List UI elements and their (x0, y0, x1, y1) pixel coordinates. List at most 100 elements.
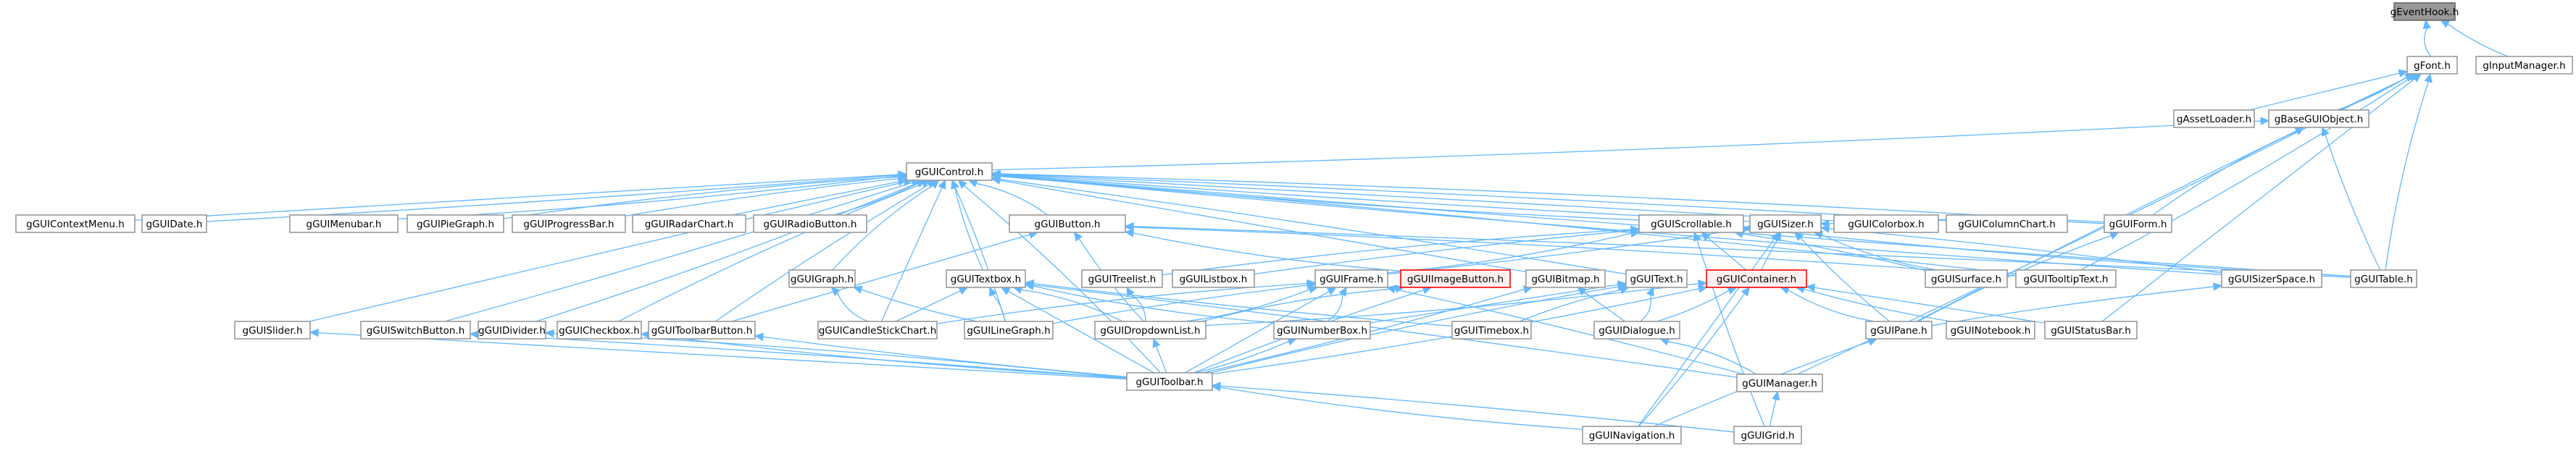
node-gGUIManager[interactable]: gGUIManager.h (1736, 374, 1823, 392)
node-box[interactable] (1094, 321, 1206, 340)
node-box[interactable] (1172, 269, 1255, 288)
node-gGUIDropdownList[interactable]: gGUIDropdownList.h (1094, 321, 1206, 340)
node-gGUIFrame[interactable]: gGUIFrame.h (1314, 269, 1388, 288)
node-box[interactable] (906, 162, 993, 181)
node-box[interactable] (234, 321, 311, 340)
node-box[interactable] (1706, 269, 1807, 288)
node-gGUIProgressBar[interactable]: gGUIProgressBar.h (512, 214, 626, 233)
node-box[interactable] (1865, 321, 1933, 340)
node-gGUIForm[interactable]: gGUIForm.h (2104, 214, 2172, 233)
node-box[interactable] (2393, 2, 2456, 21)
node-box[interactable] (1925, 269, 2008, 288)
node-box[interactable] (1081, 269, 1163, 288)
node-gGUITimebox[interactable]: gGUITimebox.h (1451, 321, 1532, 340)
node-gGUIImageButton[interactable]: gGUIImageButton.h (1400, 269, 1511, 288)
node-gGUISlider[interactable]: gGUISlider.h (234, 321, 311, 340)
node-gGUILineGraph[interactable]: gGUILineGraph.h (964, 321, 1054, 340)
node-box[interactable] (2104, 214, 2172, 233)
node-box[interactable] (1273, 321, 1371, 340)
node-box[interactable] (2268, 109, 2369, 128)
node-gEventHook[interactable]: gEventHook.h (2390, 2, 2459, 21)
node-gGUISizerSpace[interactable]: gGUISizerSpace.h (2221, 269, 2322, 288)
node-gGUIPieGraph[interactable]: gGUIPieGraph.h (407, 214, 504, 233)
node-box[interactable] (360, 321, 471, 340)
node-gGUIButton[interactable]: gGUIButton.h (1009, 214, 1126, 233)
node-box[interactable] (1638, 214, 1744, 233)
node-gGUIGrid[interactable]: gGUIGrid.h (1733, 426, 1802, 444)
node-box[interactable] (478, 321, 546, 340)
node-gGUINotebook[interactable]: gGUINotebook.h (1946, 321, 2035, 340)
node-box[interactable] (407, 214, 504, 233)
node-box[interactable] (1593, 321, 1680, 340)
node-gGUIRadarChart[interactable]: gGUIRadarChart.h (632, 214, 746, 233)
node-box[interactable] (2350, 269, 2417, 288)
node-gGUICheckbox[interactable]: gGUICheckbox.h (557, 321, 642, 340)
node-gFont[interactable]: gFont.h (2406, 56, 2458, 75)
node-box[interactable] (946, 269, 1026, 288)
node-gGUIColorbox[interactable]: gGUIColorbox.h (1833, 214, 1939, 233)
node-box[interactable] (753, 214, 867, 233)
node-box[interactable] (1009, 214, 1126, 233)
node-gGUIMenubar[interactable]: gGUIMenubar.h (289, 214, 399, 233)
node-gGUIContainer[interactable]: gGUIContainer.h (1706, 269, 1807, 288)
node-gGUITextbox[interactable]: gGUITextbox.h (946, 269, 1026, 288)
node-gBaseGUIObject[interactable]: gBaseGUIObject.h (2268, 109, 2369, 128)
node-gInputManager[interactable]: gInputManager.h (2475, 56, 2573, 75)
node-box[interactable] (964, 321, 1054, 340)
node-gGUIContextMenu[interactable]: gGUIContextMenu.h (15, 214, 136, 233)
node-box[interactable] (1126, 372, 1213, 391)
node-gAssetLoader[interactable]: gAssetLoader.h (2173, 109, 2255, 128)
node-gGUIText[interactable]: gGUIText.h (1625, 269, 1688, 288)
node-gGUIScrollable[interactable]: gGUIScrollable.h (1638, 214, 1744, 233)
node-box[interactable] (2406, 56, 2458, 75)
node-box[interactable] (1946, 214, 2068, 233)
node-box[interactable] (817, 321, 938, 340)
node-box[interactable] (1525, 269, 1606, 288)
node-box[interactable] (2015, 269, 2117, 288)
node-box[interactable] (15, 214, 136, 233)
node-box[interactable] (632, 214, 746, 233)
node-gGUIRadioButton[interactable]: gGUIRadioButton.h (753, 214, 867, 233)
node-box[interactable] (1625, 269, 1688, 288)
node-box[interactable] (648, 321, 756, 340)
node-box[interactable] (1736, 374, 1823, 392)
node-box[interactable] (1451, 321, 1532, 340)
node-gGUITooltipText[interactable]: gGUITooltipText.h (2015, 269, 2117, 288)
node-box[interactable] (1314, 269, 1388, 288)
node-gGUIListbox[interactable]: gGUIListbox.h (1172, 269, 1255, 288)
node-box[interactable] (1400, 269, 1511, 288)
node-gGUISurface[interactable]: gGUISurface.h (1925, 269, 2008, 288)
node-gGUIPane[interactable]: gGUIPane.h (1865, 321, 1933, 340)
node-gGUIDialogue[interactable]: gGUIDialogue.h (1593, 321, 1680, 340)
node-box[interactable] (1946, 321, 2035, 340)
node-box[interactable] (1833, 214, 1939, 233)
node-box[interactable] (512, 214, 626, 233)
node-gGUIToolbarButton[interactable]: gGUIToolbarButton.h (648, 321, 756, 340)
node-gGUITreelist[interactable]: gGUITreelist.h (1081, 269, 1163, 288)
node-gGUIBitmap[interactable]: gGUIBitmap.h (1525, 269, 1606, 288)
node-gGUIStatusBar[interactable]: gGUIStatusBar.h (2044, 321, 2138, 340)
node-gGUIToolbar[interactable]: gGUIToolbar.h (1126, 372, 1213, 391)
node-gGUIControl[interactable]: gGUIControl.h (906, 162, 993, 181)
node-gGUIColumnChart[interactable]: gGUIColumnChart.h (1946, 214, 2068, 233)
node-gGUINavigation[interactable]: gGUINavigation.h (1582, 426, 1682, 444)
node-box[interactable] (557, 321, 642, 340)
node-gGUICandleStickChart[interactable]: gGUICandleStickChart.h (817, 321, 938, 340)
node-box[interactable] (2475, 56, 2573, 75)
node-gGUIDate[interactable]: gGUIDate.h (141, 214, 207, 233)
node-box[interactable] (1749, 214, 1822, 233)
node-gGUINumberBox[interactable]: gGUINumberBox.h (1273, 321, 1371, 340)
node-box[interactable] (2173, 109, 2255, 128)
node-gGUITable[interactable]: gGUITable.h (2350, 269, 2417, 288)
node-box[interactable] (2044, 321, 2138, 340)
node-box[interactable] (1733, 426, 1802, 444)
node-gGUIDivider[interactable]: gGUIDivider.h (478, 321, 546, 340)
node-gGUISizer[interactable]: gGUISizer.h (1749, 214, 1822, 233)
node-box[interactable] (2221, 269, 2322, 288)
node-gGUISwitchButton[interactable]: gGUISwitchButton.h (360, 321, 471, 340)
node-box[interactable] (788, 269, 856, 288)
node-gGUIGraph[interactable]: gGUIGraph.h (788, 269, 856, 288)
node-box[interactable] (1582, 426, 1682, 444)
node-box[interactable] (289, 214, 399, 233)
node-box[interactable] (141, 214, 207, 233)
